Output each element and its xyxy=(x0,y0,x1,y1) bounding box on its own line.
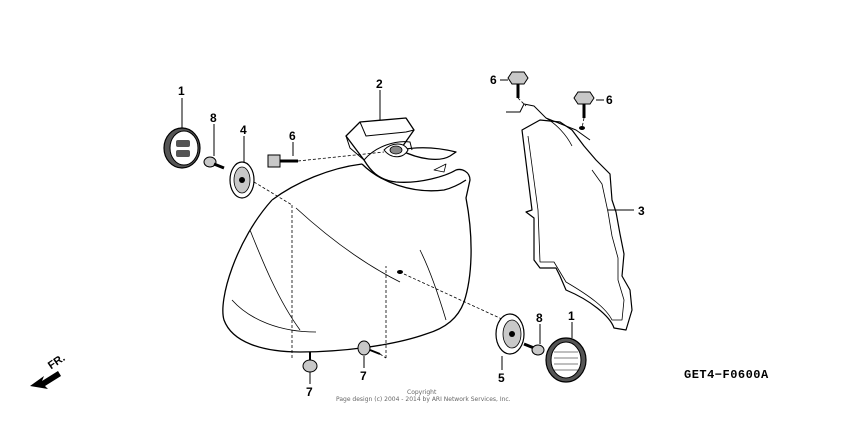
alignment-lines-left xyxy=(253,181,293,358)
reflector-holder-5 xyxy=(495,313,525,355)
reflector-1-left xyxy=(163,127,201,169)
callout-6-right: 6 xyxy=(606,93,613,107)
callout-1-right: 1 xyxy=(568,309,575,323)
diagram-code: GET4−F0600A xyxy=(684,368,769,382)
callout-4: 4 xyxy=(240,123,247,137)
bolt-6-left xyxy=(267,151,385,168)
inner-fender-panel xyxy=(506,103,633,331)
screw-8-right xyxy=(523,342,545,356)
callout-3: 3 xyxy=(638,204,645,218)
clip-7-left xyxy=(302,352,318,373)
clip-7-center xyxy=(357,266,387,359)
reflector-holder-4 xyxy=(229,161,255,199)
front-direction-arrow xyxy=(30,371,61,389)
copyright-title: Copyright xyxy=(407,389,437,396)
screw-8-left xyxy=(203,156,225,170)
callout-6-top: 6 xyxy=(490,73,497,87)
copyright-notice: Page design (c) 2004 - 2014 by ARI Netwo… xyxy=(336,396,511,403)
bolt-6-right xyxy=(573,91,595,129)
callout-5: 5 xyxy=(498,371,505,385)
callout-7-left: 7 xyxy=(306,385,313,399)
callout-leaders xyxy=(181,79,634,384)
reflector-1-right xyxy=(545,337,587,383)
bolt-6-upper-right xyxy=(507,71,529,107)
callout-1-left: 1 xyxy=(178,84,185,98)
callout-8-left: 8 xyxy=(210,111,217,125)
callout-6-left: 6 xyxy=(289,129,296,143)
front-fender xyxy=(222,117,472,353)
alignment-line-right xyxy=(403,273,505,321)
callout-7-center: 7 xyxy=(360,369,367,383)
callout-8-right: 8 xyxy=(536,311,543,325)
callout-2: 2 xyxy=(376,77,383,91)
